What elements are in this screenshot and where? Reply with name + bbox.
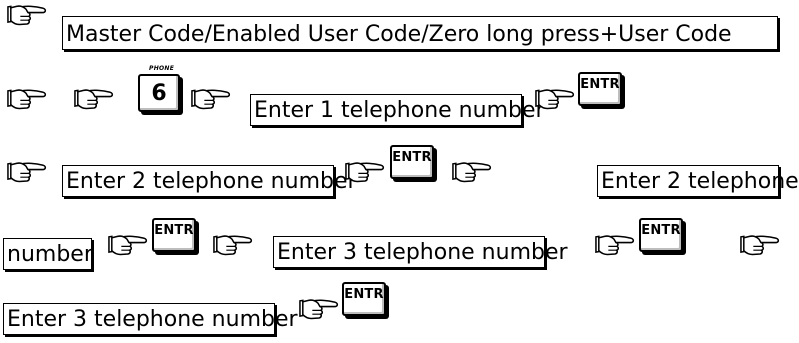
pointing-hand-icon [299, 294, 339, 322]
entr-key-label: ENTR [392, 150, 432, 165]
telephone-3-repeat-label: Enter 3 telephone number [7, 307, 298, 332]
telephone-2-field-wrapped-end: number [3, 238, 93, 270]
pointing-hand-icon [7, 84, 47, 112]
telephone-2-wrapped-start-label: Enter 2 telephone [601, 169, 799, 194]
pointing-hand-icon [74, 84, 114, 112]
entr-key[interactable]: ENTR [639, 218, 683, 252]
pointing-hand-icon [535, 84, 575, 112]
telephone-2-wrapped-end-label: number [7, 242, 93, 267]
phone-key-caption: PHONE [149, 65, 175, 72]
entr-key-label: ENTR [344, 287, 384, 302]
pointing-hand-icon [7, 0, 47, 28]
entr-key[interactable]: ENTR [342, 282, 386, 316]
telephone-2-label: Enter 2 telephone number [66, 169, 357, 194]
entr-key-label: ENTR [641, 223, 681, 238]
phone-key-digit: 6 [151, 80, 167, 106]
entr-key-label: ENTR [580, 77, 620, 92]
entr-key[interactable]: ENTR [578, 72, 622, 106]
entr-key-label: ENTR [154, 223, 194, 238]
entr-key[interactable]: ENTR [390, 145, 434, 179]
telephone-3-field-repeat: Enter 3 telephone number [3, 303, 298, 335]
telephone-3-label: Enter 3 telephone number [277, 240, 568, 265]
telephone-3-field: Enter 3 telephone number [273, 236, 568, 268]
pointing-hand-icon [595, 230, 635, 258]
telephone-1-label: Enter 1 telephone number [254, 98, 545, 123]
pointing-hand-icon [7, 157, 47, 185]
access-code-label: Master Code/Enabled User Code/Zero long … [66, 22, 732, 47]
pointing-hand-icon [213, 230, 253, 258]
access-code-field: Master Code/Enabled User Code/Zero long … [62, 16, 778, 50]
pointing-hand-icon [108, 230, 148, 258]
phone-key-6[interactable]: 6 [138, 74, 180, 112]
pointing-hand-icon [740, 230, 780, 258]
telephone-1-field: Enter 1 telephone number [250, 94, 545, 126]
telephone-2-field: Enter 2 telephone number [62, 165, 357, 197]
pointing-hand-icon [345, 157, 385, 185]
pointing-hand-icon [452, 157, 492, 185]
telephone-2-field-wrapped-start: Enter 2 telephone [597, 165, 799, 197]
entr-key[interactable]: ENTR [152, 218, 196, 252]
pointing-hand-icon [191, 84, 231, 112]
